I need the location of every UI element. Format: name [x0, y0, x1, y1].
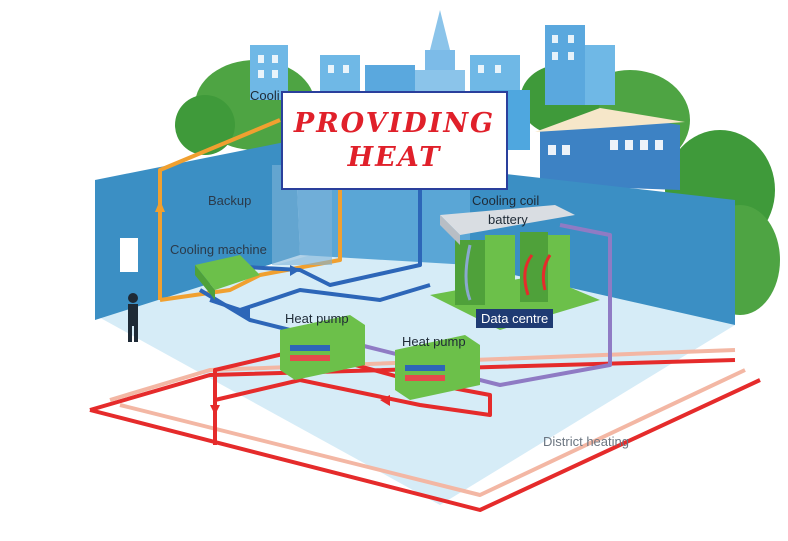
cool-water-pipe — [198, 180, 431, 332]
cooling-coil-label-line1: Cooling coil — [472, 193, 540, 208]
person-figure — [128, 293, 138, 342]
cooling-top-label: Cooli — [250, 88, 280, 103]
heat-pump-1-label: Heat pump — [285, 311, 349, 326]
title-line-2: heat — [347, 141, 442, 173]
district-heating-pipes — [89, 348, 761, 512]
heat-pump-2-unit — [395, 335, 480, 400]
district-heating-label: District heating — [543, 434, 629, 449]
providing-heat-title-box: Providing heat — [281, 91, 508, 190]
heat-pump-2-label: Heat pump — [402, 334, 466, 349]
data-centre-label: Data centre — [476, 309, 554, 328]
title-line-1: Providing — [293, 107, 496, 139]
heat-pump-1-unit — [280, 315, 365, 380]
cooling-machine — [195, 255, 260, 300]
left-wall — [95, 140, 300, 320]
backup-label: Backup — [208, 193, 252, 208]
cooling-coil-label-line2: battery — [488, 212, 528, 227]
hot-water-pipe — [210, 348, 492, 445]
cooling-machine-label: Cooling machine — [170, 242, 267, 257]
data-centre-unit — [430, 205, 600, 330]
